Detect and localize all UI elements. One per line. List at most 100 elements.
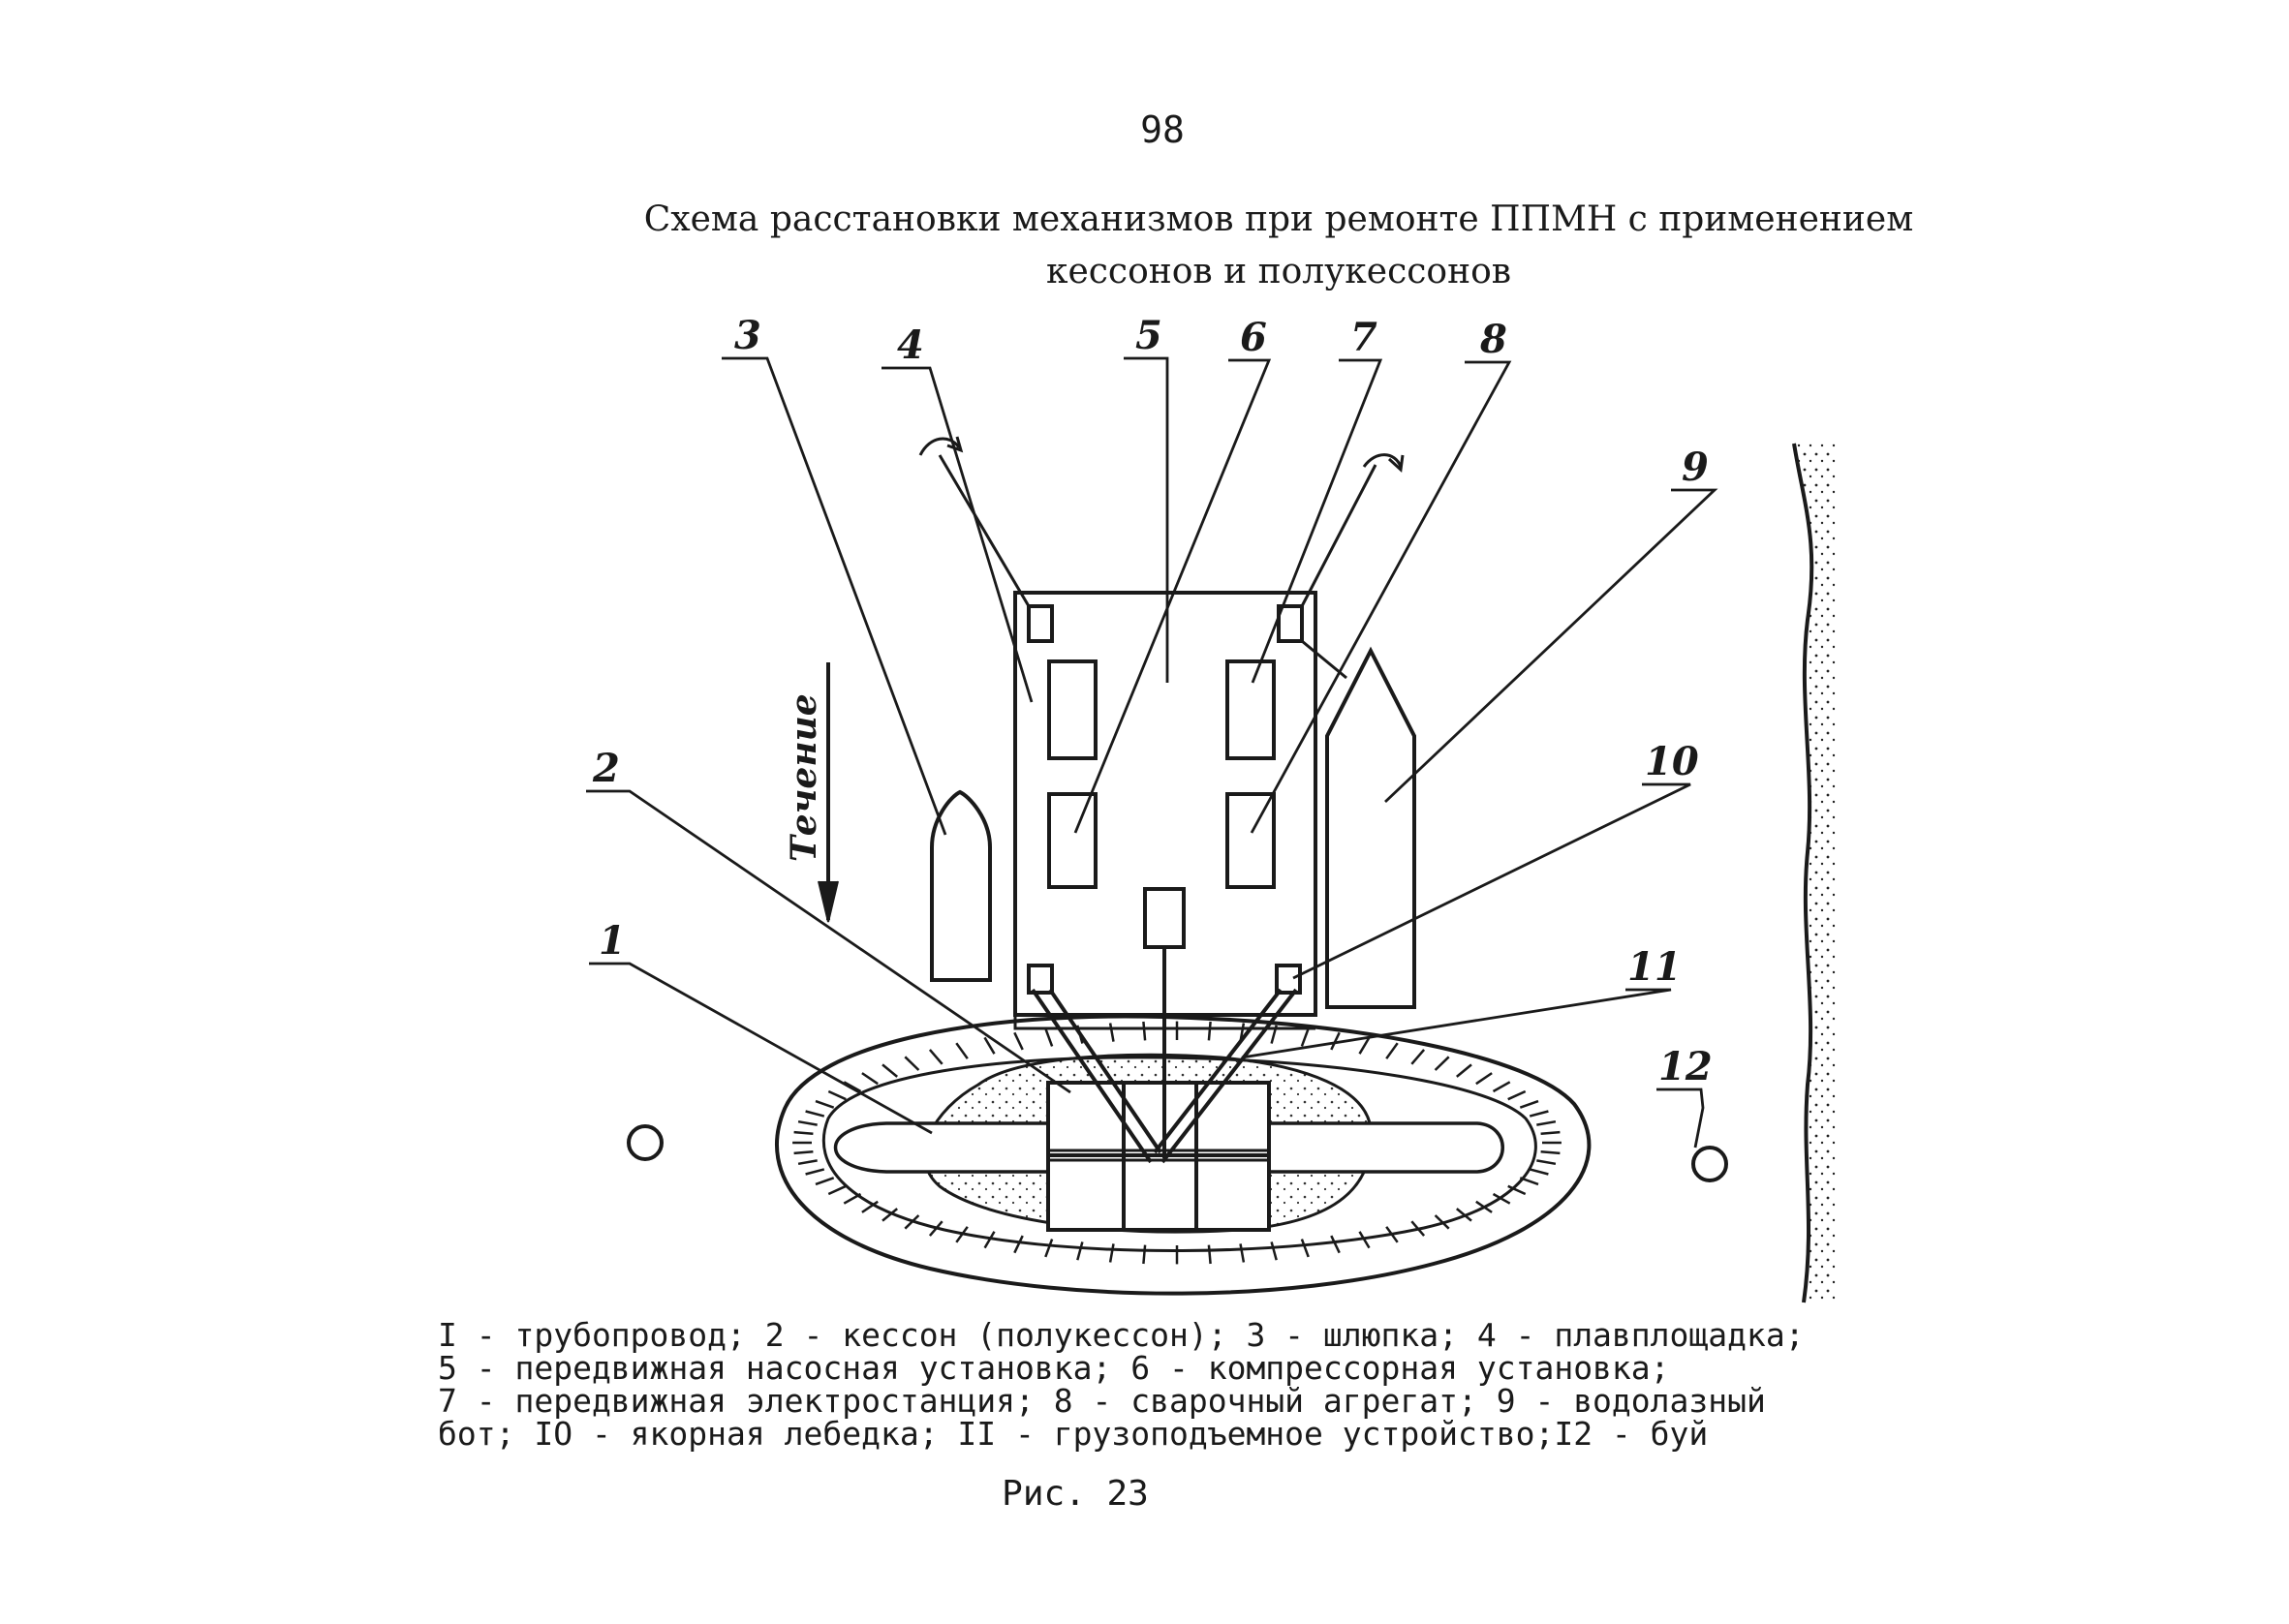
callout-numbers: 1 2 3 4 5 6 7 8 9 10 11 12 [592,313,1713,1089]
slope-hatch-mark [1519,1177,1539,1186]
slope-hatch-mark [1385,1226,1399,1243]
label-1: 1 [599,918,626,964]
title-line-1: Схема расстановки механизмов при ремонте… [643,199,1914,239]
compressor-unit [1047,792,1098,889]
slope-hatch-mark [904,1214,920,1230]
slope-hatch-mark [1434,1214,1450,1230]
slope-hatch-mark [1270,1241,1278,1261]
legend: I - трубопровод; 2 - кессон (полукессон)… [438,1319,1833,1451]
slope-hatch-mark [1492,1081,1511,1093]
label-12: 12 [1658,1044,1713,1089]
slope-hatch-mark [1358,1231,1371,1249]
figure-caption: Рис. 23 [1002,1474,1149,1514]
rowboat [930,789,992,982]
slope-hatch-mark [1536,1159,1557,1166]
slope-hatch-mark [1475,1200,1493,1213]
power-station [1225,659,1276,760]
flow-arrow [818,662,839,923]
slope-hatch-mark [1330,1031,1341,1051]
slope-hatch-mark [882,1208,898,1222]
winch-top-left [1027,604,1054,643]
slope-hatch-mark [843,1081,862,1093]
winch-top-right [1277,604,1304,643]
slope-hatch-mark [1410,1220,1426,1237]
slope-hatch-mark [793,1130,814,1136]
buoy-right [1691,1146,1728,1182]
slope-hatch-mark [815,1177,835,1186]
figure-title: Схема расстановки механизмов при ремонте… [639,194,1918,298]
label-9: 9 [1682,444,1709,490]
label-7: 7 [1350,315,1377,360]
slope-hatch-mark [1540,1149,1561,1155]
slope-hatch-mark [1300,1239,1310,1258]
slope-hatch-mark [1434,1056,1450,1071]
slope-hatch-mark [1410,1049,1426,1065]
slope-hatch-mark [1300,1027,1310,1047]
page-number: 98 [1140,108,1185,151]
slope-hatch-mark [1475,1072,1493,1086]
slope-hatch-mark [882,1063,898,1078]
slope-hatch-mark [1385,1042,1399,1059]
slope-hatch-mark [1142,1244,1147,1265]
slope-hatch-mark [797,1119,818,1126]
caisson [1046,1081,1271,1232]
lifting-device [1031,947,1298,1164]
slope-hatch-mark [827,1089,847,1101]
slope-hatch-mark [1076,1241,1084,1261]
leader-lines [586,356,1718,1149]
slope-hatch-mark [1044,1239,1054,1258]
slope-hatch-mark [797,1159,818,1166]
label-11: 11 [1627,944,1682,990]
label-10: 10 [1645,739,1699,784]
slope-hatch-mark [861,1200,879,1213]
slope-hatch-mark [1013,1031,1024,1051]
slope-hatch-mark [1519,1099,1539,1109]
legend-line-4: бот; IO - якорная лебедка; II - грузопод… [438,1415,1709,1453]
diving-boat [1301,639,1416,1009]
slope-hatch-mark [1529,1168,1549,1176]
slope-hatch-mark [861,1072,879,1086]
slope-hatch-mark [928,1220,943,1237]
label-3: 3 [734,313,761,358]
label-8: 8 [1479,317,1507,362]
welding-unit [1225,792,1276,889]
slope-hatch-mark [805,1110,825,1118]
slope-hatch-mark [1536,1119,1557,1126]
slope-hatch-mark [928,1049,943,1065]
slope-hatch-mark [1507,1089,1527,1101]
slope-hatch-mark [827,1184,847,1196]
slope-hatch-mark [815,1099,835,1109]
buoy-left [627,1124,664,1161]
legend-line-1: I - трубопровод; 2 - кессон (полукессон)… [438,1316,1805,1354]
floating-platform [918,436,1405,1164]
slope-hatch-mark [1013,1235,1024,1254]
legend-line-3: 7 - передвижная электростанция; 8 - свар… [438,1382,1766,1420]
label-4: 4 [897,322,924,368]
slope-hatch-mark [1456,1208,1472,1222]
slope-hatch-mark [983,1036,996,1055]
legend-line-2: 5 - передвижная насосная установка; 6 - … [438,1349,1670,1387]
slope-hatch-mark [843,1192,862,1205]
slope-hatch-mark [1108,1243,1115,1263]
slope-hatch-mark [1044,1027,1054,1047]
slope-hatch-mark [1507,1184,1527,1196]
slope-hatch-mark [1529,1110,1549,1118]
slope-hatch-mark [983,1231,996,1249]
label-2: 2 [592,746,620,791]
slope-hatch-mark [955,1226,969,1243]
label-6: 6 [1240,315,1267,360]
anchor-winch-left [1027,964,1054,995]
pump-unit [1047,659,1098,760]
slope-hatch-mark [1456,1063,1472,1078]
slope-hatch-mark [805,1168,825,1176]
anchor-winch-right [1275,964,1302,995]
slope-hatch-mark [1239,1243,1246,1263]
label-5: 5 [1135,313,1162,358]
slope-hatch-mark [1540,1130,1561,1136]
slope-hatch-mark [904,1056,920,1071]
slope-hatch-mark [1330,1235,1341,1254]
slope-hatch-mark [1492,1192,1511,1205]
slope-hatch-mark [1108,1023,1115,1042]
slope-hatch-mark [1207,1244,1212,1265]
